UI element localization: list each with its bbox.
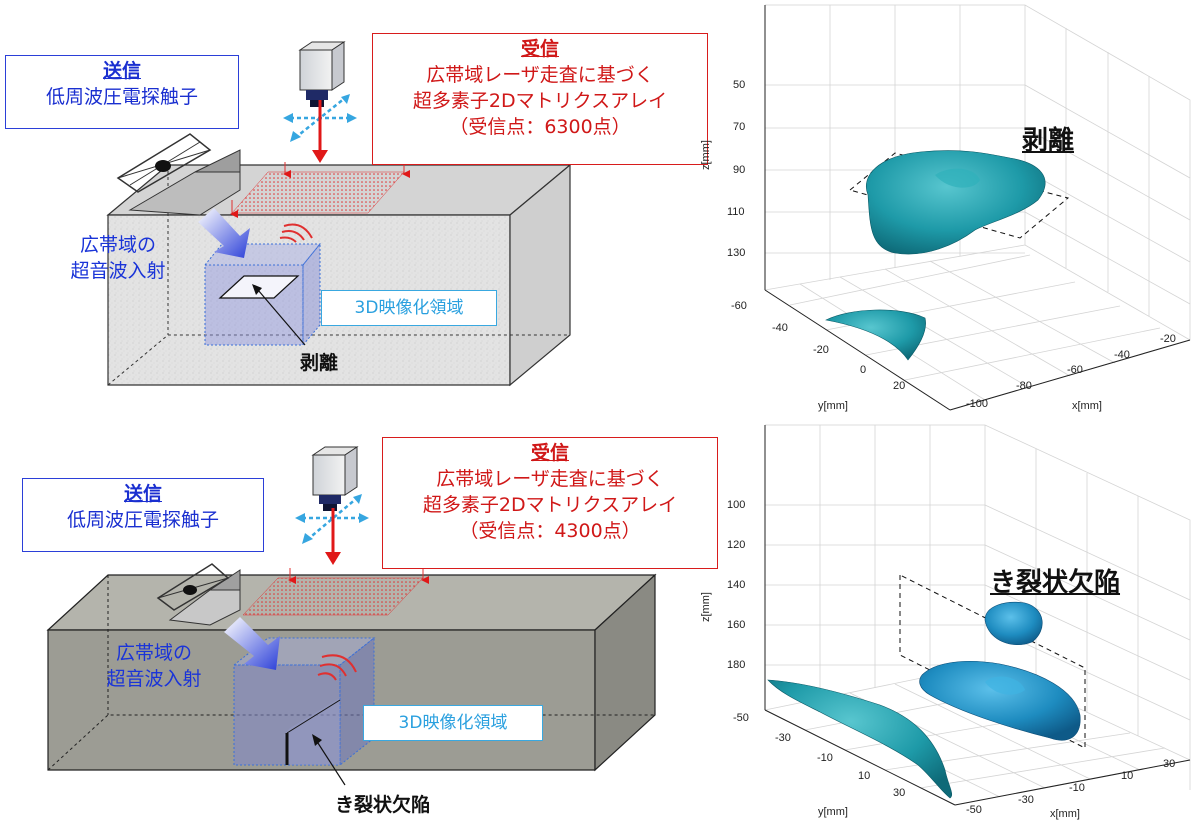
bottom-plot-y-label: y[mm] bbox=[818, 806, 848, 818]
bottom-receive-line2: 超多素子2Dマトリクスアレイ bbox=[422, 494, 678, 516]
top-y-tick: 20 bbox=[893, 380, 906, 392]
top-y-tick: -20 bbox=[813, 344, 829, 356]
top-defect-label: 剥離 bbox=[300, 352, 339, 374]
bottom-y-tick: -50 bbox=[733, 712, 749, 724]
top-incident-label: 広帯域の 超音波入射 bbox=[52, 232, 184, 284]
top-receive-box: 受信 広帯域レーザ走査に基づく 超多素子2Dマトリクスアレイ （受信点：6300… bbox=[372, 33, 708, 165]
bottom-y-tick: 10 bbox=[858, 770, 871, 782]
top-isosurface-delamination bbox=[825, 150, 1070, 361]
bottom-receive-line1: 広帯域レーザ走査に基づく bbox=[436, 468, 664, 490]
top-incident-beam bbox=[198, 208, 250, 258]
bottom-defect-label: き裂状欠陥 bbox=[335, 794, 431, 816]
top-y-tick: 0 bbox=[860, 364, 867, 376]
bottom-z-tick: 140 bbox=[727, 579, 746, 591]
bottom-receive-line3: （受信点：4300点） bbox=[459, 520, 641, 542]
top-receive-line2: 超多素子2Dマトリクスアレイ bbox=[412, 90, 668, 112]
top-receive-title: 受信 bbox=[520, 38, 559, 60]
top-z-tick: 90 bbox=[733, 164, 746, 176]
top-plot-z-label: z[mm] bbox=[700, 140, 712, 170]
bottom-echo-waves bbox=[317, 654, 357, 681]
top-z-tick: 130 bbox=[727, 247, 746, 259]
top-z-tick: 50 bbox=[733, 79, 746, 91]
bottom-scan-area bbox=[242, 568, 429, 616]
top-x-tick: -80 bbox=[1016, 380, 1032, 392]
top-incident-line1: 広帯域の bbox=[79, 234, 156, 256]
bottom-incident-beam bbox=[224, 617, 280, 670]
bottom-x-tick: 30 bbox=[1163, 758, 1176, 770]
bottom-y-tick: -30 bbox=[775, 732, 791, 744]
top-plot-x-label: x[mm] bbox=[1072, 400, 1102, 412]
bottom-z-tick: 120 bbox=[727, 539, 746, 551]
top-laser-camera-icon bbox=[298, 41, 346, 107]
top-imaging-region-box bbox=[203, 242, 322, 347]
bottom-send-title: 送信 bbox=[123, 483, 162, 505]
top-plot-y-label: y[mm] bbox=[818, 400, 848, 412]
bottom-z-tick: 100 bbox=[727, 499, 746, 511]
bottom-x-tick: 10 bbox=[1121, 770, 1134, 782]
bottom-incident-label: 広帯域の 超音波入射 bbox=[88, 640, 220, 692]
top-receive-line1: 広帯域レーザ走査に基づく bbox=[426, 64, 654, 86]
bottom-x-tick: -30 bbox=[1018, 794, 1034, 806]
bottom-region-label: 3D映像化領域 bbox=[363, 705, 543, 741]
bottom-z-tick: 160 bbox=[727, 619, 746, 631]
top-receive-line3: （受信点：6300点） bbox=[449, 116, 631, 138]
bottom-incident-line2: 超音波入射 bbox=[106, 668, 202, 690]
top-send-title: 送信 bbox=[102, 60, 141, 82]
bottom-plot-title: き裂状欠陥 bbox=[990, 568, 1121, 598]
bottom-y-tick: 30 bbox=[893, 787, 906, 799]
bottom-send-text: 低周波圧電探触子 bbox=[66, 509, 219, 531]
bottom-probe-transducer-icon bbox=[156, 563, 241, 626]
top-incident-line2: 超音波入射 bbox=[70, 260, 166, 282]
top-z-tick: 70 bbox=[733, 121, 746, 133]
bottom-x-tick: -10 bbox=[1069, 782, 1085, 794]
top-plot-title: 剥離 bbox=[1022, 126, 1075, 156]
bottom-plot-z-label: z[mm] bbox=[700, 592, 712, 622]
top-x-tick: -20 bbox=[1160, 333, 1176, 345]
bottom-plot-axes bbox=[764, 424, 1191, 806]
bottom-receive-title: 受信 bbox=[530, 442, 569, 464]
top-z-tick: 110 bbox=[727, 206, 745, 218]
top-send-text: 低周波圧電探触子 bbox=[45, 86, 198, 108]
top-y-tick: -60 bbox=[731, 300, 747, 312]
top-x-tick: -40 bbox=[1114, 349, 1130, 361]
top-x-tick: -60 bbox=[1067, 364, 1083, 376]
top-concrete-block bbox=[106, 163, 572, 387]
top-scan-direction-arrows-icon bbox=[283, 94, 357, 142]
top-echo-waves bbox=[279, 223, 313, 243]
bottom-receive-box: 受信 広帯域レーザ走査に基づく 超多素子2Dマトリクスアレイ （受信点：4300… bbox=[382, 437, 718, 569]
top-scan-area bbox=[230, 162, 410, 218]
top-region-label: 3D映像化領域 bbox=[321, 290, 497, 326]
bottom-incident-line1: 広帯域の bbox=[115, 642, 192, 664]
bottom-y-tick: -10 bbox=[817, 752, 833, 764]
top-probe-transducer-icon bbox=[116, 133, 241, 216]
bottom-send-box: 送信 低周波圧電探触子 bbox=[22, 478, 264, 552]
top-y-tick: -40 bbox=[772, 322, 788, 334]
top-send-box: 送信 低周波圧電探触子 bbox=[5, 55, 239, 129]
bottom-z-tick: 180 bbox=[727, 659, 746, 671]
bottom-isosurface-crack bbox=[767, 574, 1086, 799]
bottom-plot-x-label: x[mm] bbox=[1050, 808, 1080, 820]
top-x-tick: -100 bbox=[966, 398, 989, 410]
bottom-laser-camera-icon bbox=[311, 446, 359, 511]
bottom-x-tick: -50 bbox=[966, 804, 982, 816]
